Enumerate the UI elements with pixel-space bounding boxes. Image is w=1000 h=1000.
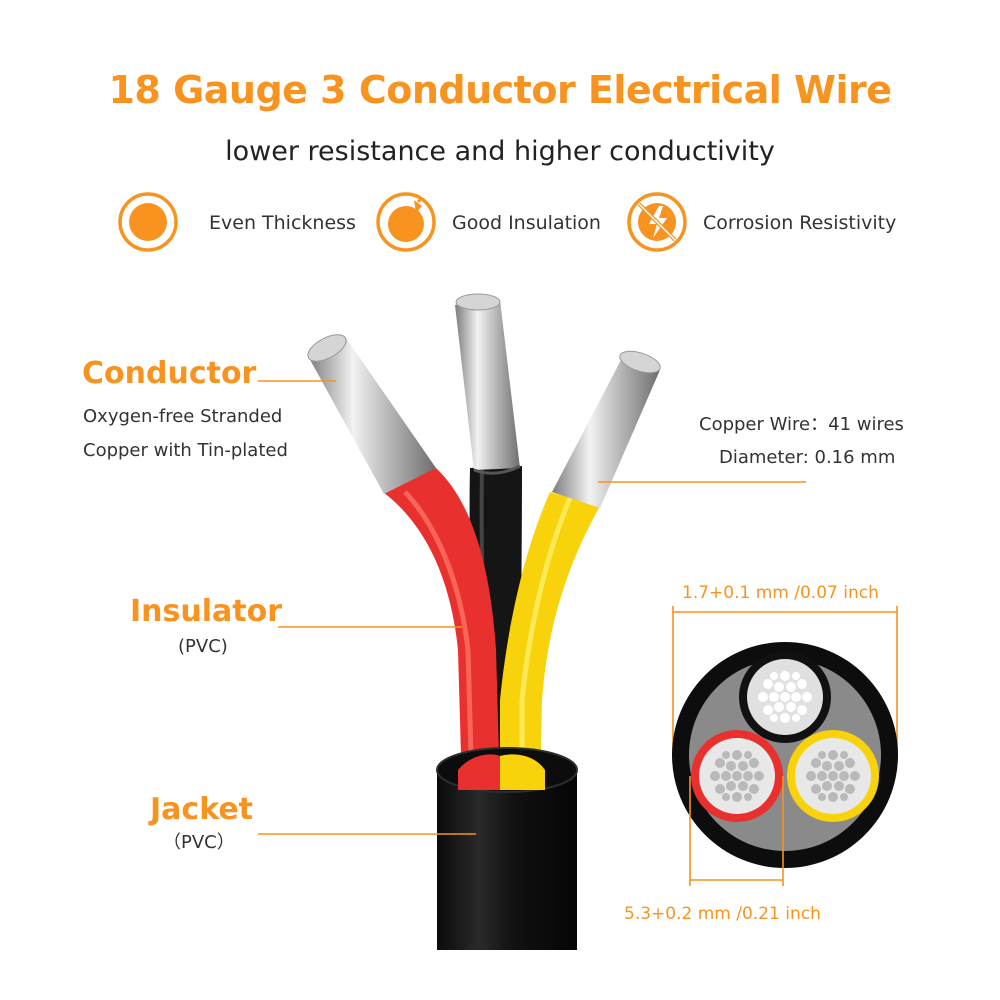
inner-dimension-label: 5.3+0.2 mm /0.21 inch (624, 904, 821, 924)
jacket-heading: Jacket (150, 792, 254, 827)
lightning-icon (627, 192, 687, 252)
copper-wire-spec: Copper Wire：41 wires (699, 414, 904, 435)
middle-conductor (455, 293, 521, 475)
outer-dimension-label: 1.7+0.1 mm /0.07 inch (682, 583, 879, 603)
insulator-heading: Insulator (130, 594, 283, 629)
conductor-desc-line-1: Oxygen-free Stranded (83, 406, 283, 427)
page-subtitle: lower resistance and higher conductivity (225, 136, 775, 167)
left-conductor (307, 334, 436, 494)
cross-section-yellow-wire (787, 730, 879, 822)
diameter-spec: Diameter: 0.16 mm (719, 447, 896, 468)
feature-label-corrosion-resistivity: Corrosion Resistivity (703, 212, 897, 234)
page-title: 18 Gauge 3 Conductor Electrical Wire (108, 68, 892, 112)
insulator-sub: (PVC) (178, 636, 228, 657)
jacket-sub: （PVC） (163, 832, 235, 853)
jacket (437, 770, 577, 950)
feature-label-even-thickness: Even Thickness (209, 212, 356, 234)
right-conductor (552, 350, 661, 508)
feature-label-good-insulation: Good Insulation (452, 212, 601, 234)
even-thickness-icon (118, 192, 178, 252)
conductor-desc-line-2: Copper with Tin-plated (83, 440, 288, 461)
cross-section-red-wire (691, 730, 783, 822)
yellow-insulator (500, 492, 600, 790)
shield-icon (376, 192, 436, 252)
conductor-heading: Conductor (82, 356, 257, 391)
cross-section-black-wire (739, 651, 831, 743)
